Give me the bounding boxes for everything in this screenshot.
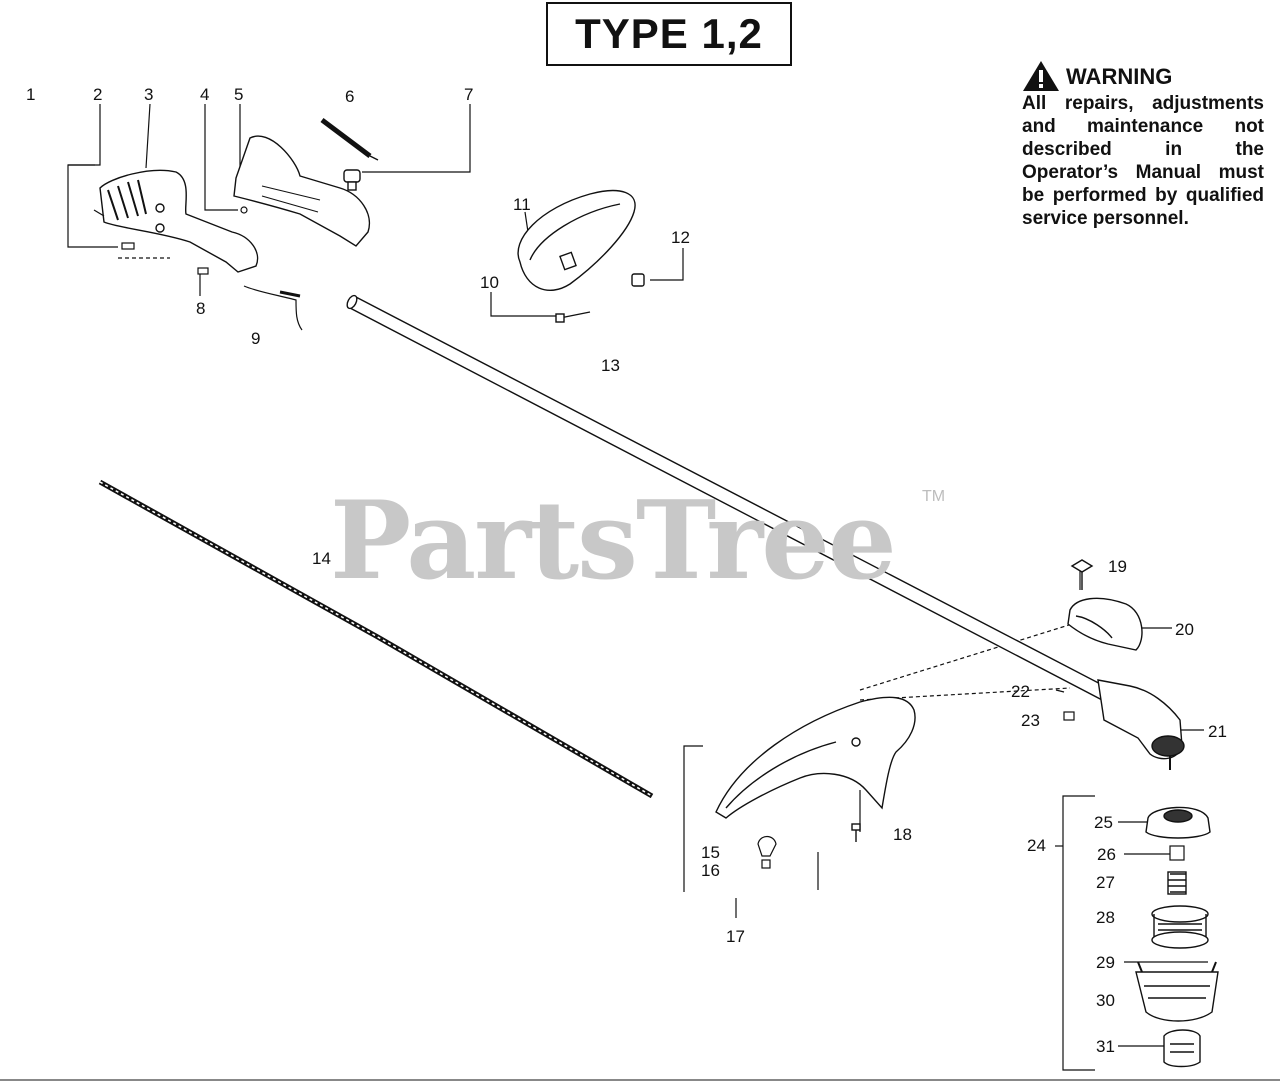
warning-triangle-icon — [1023, 61, 1059, 91]
callout-5: 5 — [234, 85, 244, 104]
callout-9: 9 — [251, 329, 261, 348]
watermark-text: PartsTree — [330, 478, 897, 604]
callout-20: 20 — [1175, 620, 1194, 639]
leader-12 — [650, 248, 684, 281]
part-10-bolt — [555, 311, 591, 323]
callout-18: 18 — [893, 825, 912, 844]
callout-19: 19 — [1108, 557, 1127, 576]
callout-2: 2 — [93, 85, 103, 104]
leader-4 — [204, 104, 238, 211]
callout-25: 25 — [1094, 813, 1113, 832]
part-11-front-handle — [517, 189, 636, 291]
part-28-spool — [1151, 905, 1209, 949]
callout-17: 17 — [726, 927, 745, 946]
callout-16: 16 — [701, 861, 720, 880]
part-7-button — [343, 169, 361, 191]
part-22-23-screws — [1055, 689, 1075, 721]
part-5-handle-half — [233, 135, 370, 247]
callout-11: 11 — [513, 195, 531, 214]
leader-7 — [362, 104, 471, 173]
callout-26: 26 — [1097, 845, 1116, 864]
dashed-20 — [859, 619, 1086, 691]
callout-27: 27 — [1096, 873, 1115, 892]
watermark-trademark: TM — [922, 488, 946, 505]
callout-14: 14 — [312, 549, 331, 568]
callout-8: 8 — [196, 299, 206, 318]
callout-10: 10 — [480, 273, 499, 292]
callout-1: 1 — [26, 85, 36, 104]
part-21-gear-head — [1097, 679, 1185, 770]
leader-2 — [67, 104, 118, 248]
leader-11 — [524, 211, 529, 233]
part-20-clamp — [1067, 597, 1143, 651]
callout-29: 29 — [1096, 953, 1115, 972]
callout-7: 7 — [464, 85, 474, 104]
leader-3 — [145, 103, 151, 169]
part-31-knob — [1163, 1029, 1201, 1068]
callout-31: 31 — [1096, 1037, 1115, 1056]
callout-23: 23 — [1021, 711, 1040, 730]
warning-heading: WARNING — [1066, 63, 1173, 89]
part-15-shield — [715, 696, 916, 819]
part-16-clip — [757, 835, 777, 869]
part-27-spring — [1167, 871, 1187, 895]
leader-10 — [490, 292, 556, 317]
part-6-spring — [320, 118, 379, 161]
bracket-17 — [683, 745, 703, 892]
callout-15: 15 — [701, 843, 720, 862]
diagram-title: TYPE 1,2 — [546, 2, 792, 66]
callout-28: 28 — [1096, 908, 1115, 927]
callout-6: 6 — [345, 87, 355, 106]
part-26-eyelet — [1169, 845, 1185, 861]
part-9-throttle-cable — [243, 285, 303, 331]
part-3-handle-housing — [99, 169, 259, 273]
callout-12: 12 — [671, 228, 690, 247]
small-fasteners — [93, 206, 303, 331]
part-19-wing-bolt — [1070, 559, 1094, 590]
part-29-30-housing — [1135, 961, 1219, 1022]
warning-text: All repairs, adjustments and maintenance… — [1022, 93, 1264, 229]
part-14-drive-shaft — [98, 479, 654, 799]
callout-21: 21 — [1208, 722, 1227, 741]
warning-note: WARNING All repairs, adjustments and mai… — [1022, 60, 1264, 230]
part-12-knob — [631, 273, 645, 287]
callout-13: 13 — [601, 356, 620, 375]
callout-4: 4 — [200, 85, 210, 104]
callout-3: 3 — [144, 85, 154, 104]
part-25-cover — [1145, 806, 1211, 839]
callout-24: 24 — [1027, 836, 1046, 855]
callout-22: 22 — [1011, 682, 1030, 701]
callout-30: 30 — [1096, 991, 1115, 1010]
bracket-24 — [1062, 795, 1095, 1071]
part-18-screw — [851, 823, 861, 842]
